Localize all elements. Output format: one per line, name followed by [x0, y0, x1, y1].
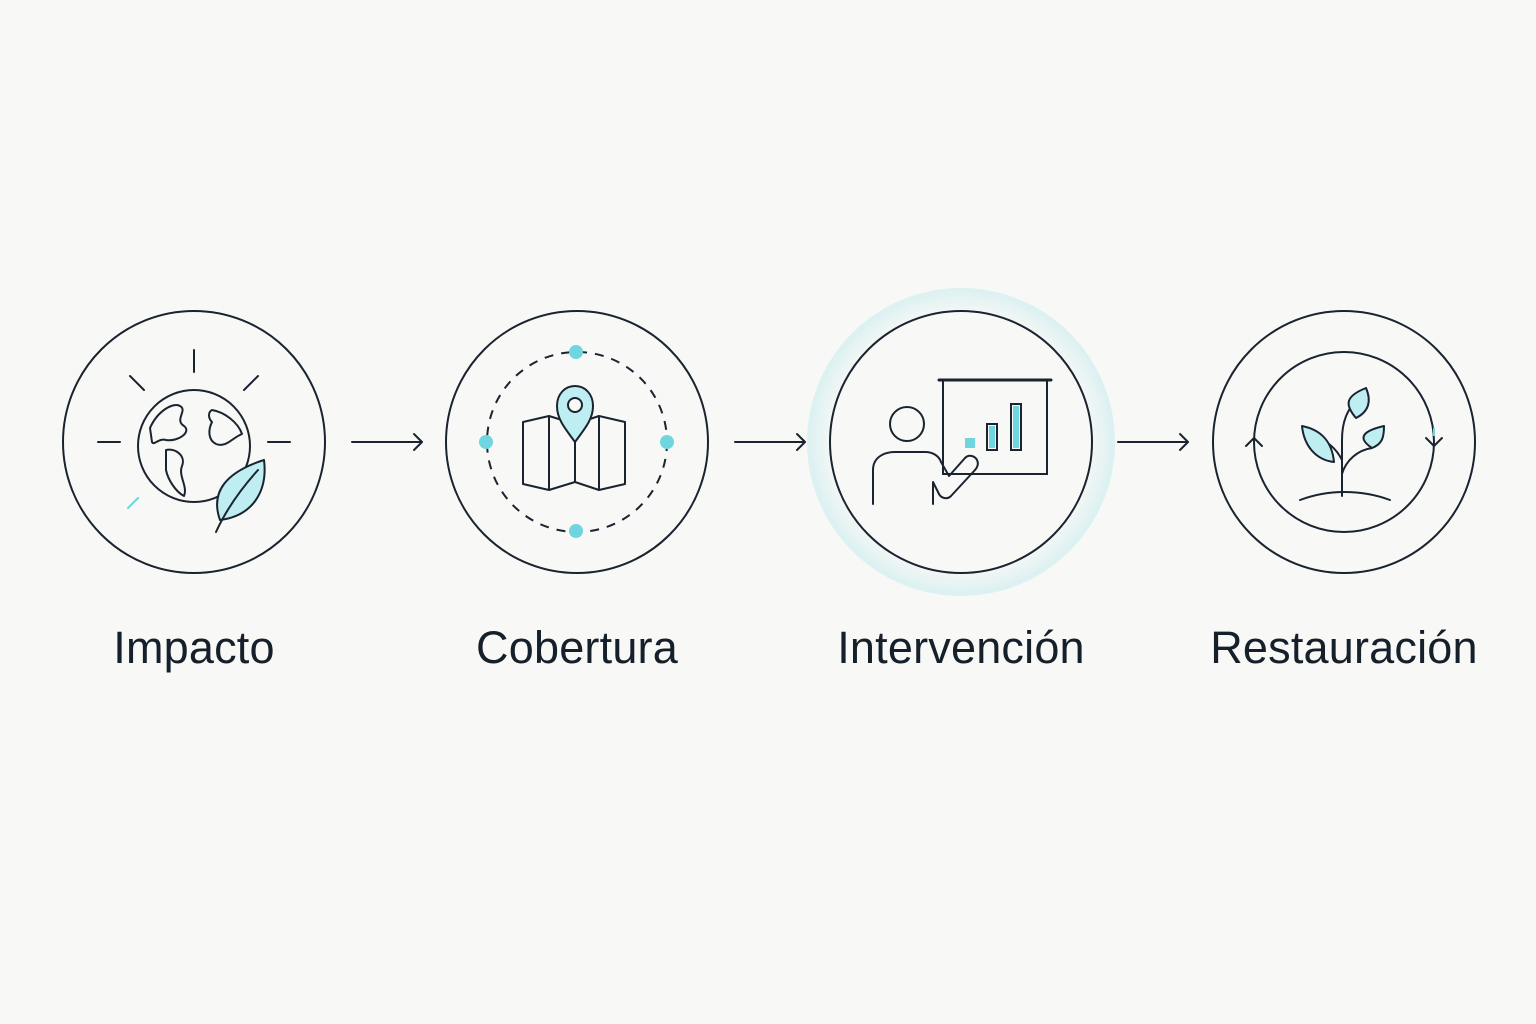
step-label-impacto: Impacto: [113, 622, 275, 673]
globe-leaf-icon: [62, 310, 326, 574]
sprout-cycle-icon: [1212, 310, 1476, 574]
presenter-chart-icon: [829, 310, 1093, 574]
arrow-right-icon: [1117, 433, 1189, 451]
step-label-intervencion: Intervención: [837, 622, 1085, 673]
arrow-right-icon: [734, 433, 806, 451]
step-cobertura: [445, 310, 709, 574]
step-restauracion: [1212, 310, 1476, 574]
step-label-cobertura: Cobertura: [476, 622, 678, 673]
step-label-restauracion: Restauración: [1210, 622, 1478, 673]
step-impacto: [62, 310, 326, 574]
map-pin-icon: [445, 310, 709, 574]
step-intervencion: [807, 288, 1115, 596]
arrow-right-icon: [351, 433, 423, 451]
